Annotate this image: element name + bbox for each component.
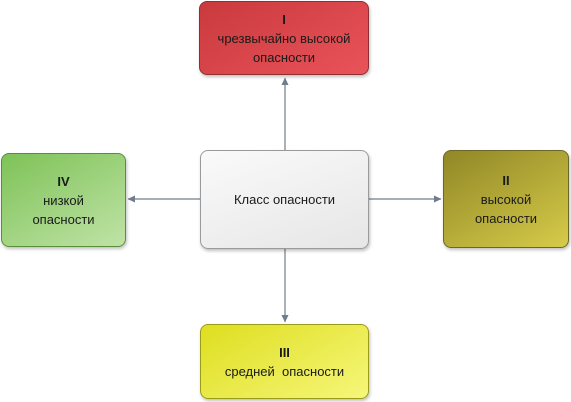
hazard-class-iii-numeral: III [279,344,290,360]
hazard-class-iii-node: III средней опасности [200,324,369,399]
hazard-class-i-node: I чрезвычайно высокой опасности [199,1,369,75]
hazard-class-ii-label-line-2: опасности [474,210,538,226]
hazard-class-iv-label-line-2: опасности [32,211,95,227]
center-node-label: Класс опасности [233,192,336,207]
hazard-class-iii-label-line-1: средней опасности [224,363,345,379]
center-node-hazard-class: Класс опасности [200,150,369,249]
hazard-class-ii-node: II высокой опасности [443,150,569,248]
hazard-class-i-label-line-2: опасности [252,49,316,65]
hazard-class-iv-numeral: IV [57,173,70,189]
hazard-class-i-label-line-1: чрезвычайно высокой [217,30,351,46]
hazard-class-ii-label-line-1: высокой [480,191,532,207]
hazard-class-i-numeral: I [282,11,286,27]
hazard-class-iv-label-line-1: низкой [43,192,84,208]
hazard-class-ii-numeral: II [502,172,510,188]
hazard-class-iv-node: IV низкой опасности [1,153,126,247]
